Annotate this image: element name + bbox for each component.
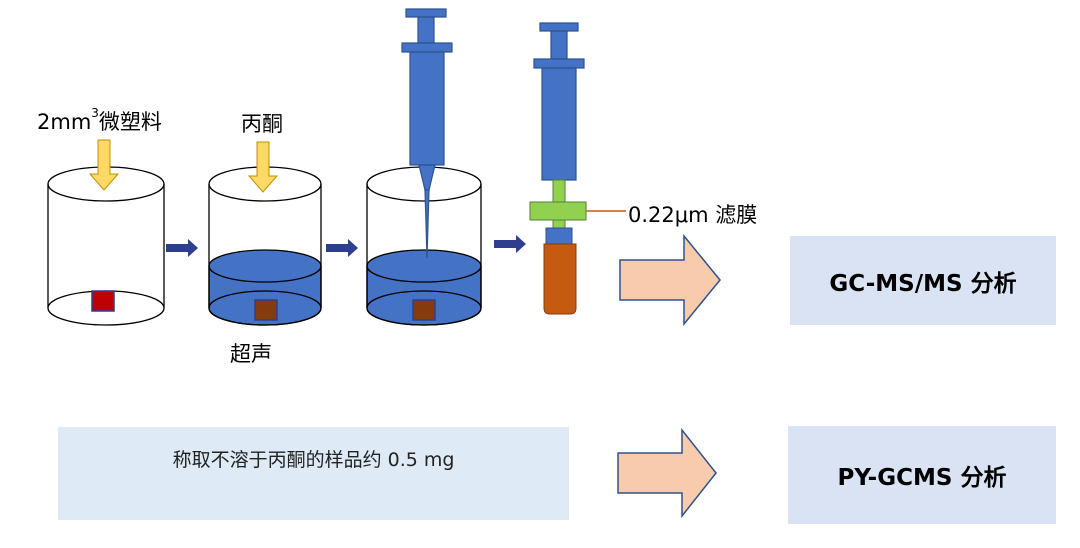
flow-arrow-3 [494,235,526,253]
flow-arrow-1 [166,239,198,257]
add-microplastic-arrow [88,139,120,191]
microplastic-label: 2mm3微塑料 [37,106,162,134]
gcms-analysis-label: GC-MS/MS 分析 [829,270,1017,297]
flow-arrow-2 [326,239,358,257]
beaker-3 [366,166,482,326]
pygcms-analysis-label: PY-GCMS 分析 [837,465,1007,491]
pygcms-analysis-box: PY-GCMS 分析 [788,426,1056,524]
vial-cap [545,227,573,245]
big-arrow-2 [617,427,717,519]
ultrasound-label: 超声 [230,342,272,366]
acetone-label: 丙酮 [241,112,283,136]
syringe-filter [529,22,626,315]
add-acetone-arrow [247,141,279,193]
big-arrow-1 [619,233,721,327]
filter-membrane-label: 0.22μm 滤膜 [628,203,758,227]
microplastic-sample [91,290,115,312]
residue-step-box: 称取不溶于丙酮的样品约 0.5 mg [58,427,569,520]
sample-in-acetone [254,299,278,321]
gcms-analysis-box: GC-MS/MS 分析 [790,236,1056,325]
sample-in-beaker-3 [412,299,436,321]
residue-step-text: 称取不溶于丙酮的样品约 0.5 mg [172,449,455,471]
vial [543,243,577,315]
syringe-extract [401,8,453,259]
beaker-2 [208,166,322,326]
beaker-1 [47,166,165,326]
filter-membrane [529,201,587,221]
